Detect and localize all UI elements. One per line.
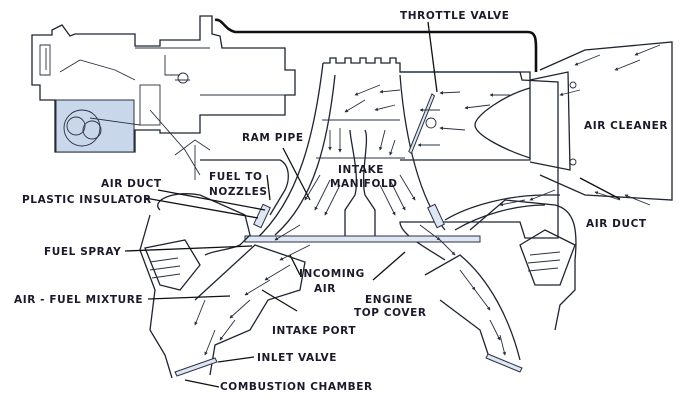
fuel-control-unit [31, 15, 296, 176]
air-duct-right [444, 194, 560, 221]
label-inlet-valve: INLET VALVE [257, 352, 337, 364]
left-cylinder-head [139, 193, 306, 379]
throttle-body [400, 71, 531, 161]
inlet-valve-left [174, 357, 218, 377]
label-engine-top-cover-2: TOP COVER [354, 307, 427, 319]
label-plastic-insulator: PLASTIC INSULATOR [22, 194, 152, 206]
label-engine-top-cover-1: ENGINE [365, 294, 413, 306]
leader-lines [124, 21, 621, 388]
fuel-nozzle-right [427, 203, 445, 229]
label-throttle-valve: THROTTLE VALVE [400, 10, 510, 22]
fuel-distributor [174, 139, 211, 156]
air-cleaner [474, 41, 673, 201]
fuel-line-left [200, 159, 289, 216]
label-fuel-spray: FUEL SPRAY [44, 246, 121, 258]
label-intake-manifold-1: INTAKE [338, 164, 384, 176]
fuel-bowl [55, 99, 135, 153]
label-intake-port: INTAKE PORT [272, 325, 356, 337]
label-ram-pipe: RAM PIPE [242, 132, 304, 144]
inlet-valve-right [485, 353, 523, 373]
airflow-arrows [194, 44, 661, 356]
fuel-nozzle-left [253, 203, 271, 229]
label-combustion-chamber: COMBUSTION CHAMBER [220, 381, 373, 393]
label-air-duct-left: AIR DUCT [101, 178, 162, 190]
right-cylinder-head [424, 199, 577, 373]
throttle-cable [214, 18, 538, 72]
label-air-duct-right: AIR DUCT [586, 218, 647, 230]
label-fuel-to-nozzles-1: FUEL TO [209, 171, 263, 183]
label-intake-manifold-2: MANIFOLD [330, 178, 398, 190]
intake-manifold [244, 57, 559, 261]
label-air-cleaner: AIR CLEANER [584, 120, 668, 132]
label-fuel-to-nozzles-2: NOZZLES [209, 186, 268, 198]
label-incoming-air-2: AIR [314, 283, 336, 295]
label-incoming-air-1: INCOMING [299, 268, 365, 280]
label-air-fuel-mixture: AIR - FUEL MIXTURE [14, 294, 143, 306]
